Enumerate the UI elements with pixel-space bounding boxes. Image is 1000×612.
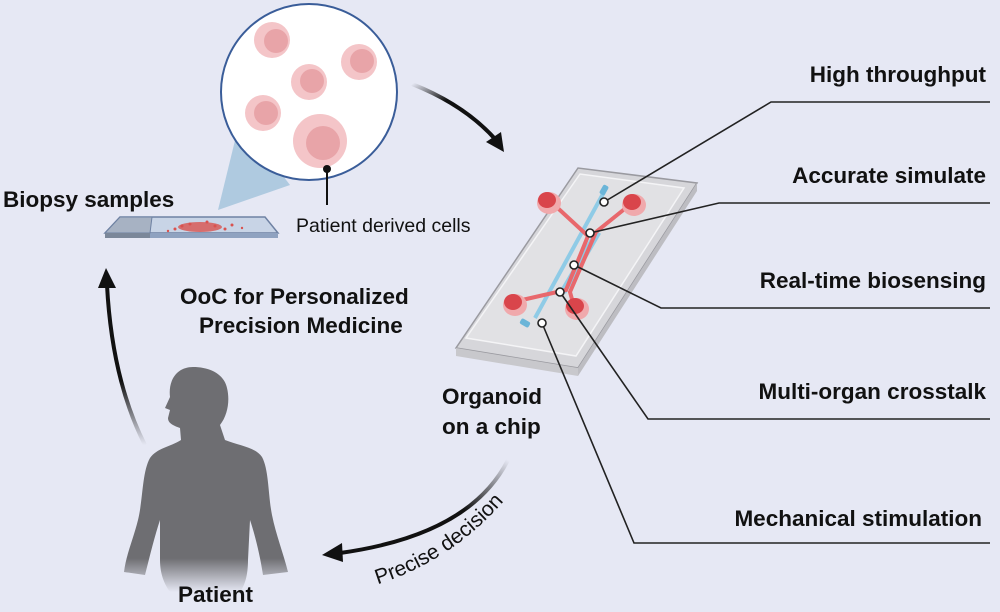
human-silhouette-icon	[124, 367, 288, 592]
reservoir	[537, 192, 561, 214]
organ-on-chip-icon	[454, 167, 699, 376]
reservoir	[565, 298, 589, 320]
arrow-head	[486, 132, 504, 152]
leader-accurate-simulate	[589, 202, 990, 234]
glass-slide-icon	[103, 216, 280, 238]
arrow-head	[98, 268, 116, 288]
organoid-label-line-2: on a chip	[442, 414, 541, 439]
arrow-to-chip	[411, 82, 498, 142]
feature-real-time-biosensing: Real-time biosensing	[759, 268, 986, 293]
organoid-label-line-1: Organoid	[442, 384, 542, 409]
callout-lines	[541, 101, 990, 544]
callout-node	[585, 228, 595, 238]
cell	[293, 114, 347, 168]
feature-multi-organ-crosstalk: Multi-organ crosstalk	[758, 379, 986, 404]
cell	[291, 64, 327, 100]
arrow-to-biopsy	[105, 284, 147, 446]
feature-high-throughput: High throughput	[809, 62, 986, 87]
callout-node	[569, 260, 579, 270]
leader-real-time-biosensing	[573, 264, 990, 309]
title-line-2: Precision Medicine	[199, 313, 403, 338]
magnified-cells-icon	[220, 3, 398, 205]
title-line-1: OoC for Personalized	[180, 284, 409, 309]
cell	[245, 95, 281, 131]
reservoir	[503, 294, 527, 316]
feature-accurate-simulate: Accurate simulate	[792, 163, 986, 188]
biopsy-samples-label: Biopsy samples	[3, 187, 175, 212]
leader-multi-organ-crosstalk	[559, 291, 990, 420]
precise-decision-label: Precise decision	[372, 489, 508, 589]
reservoir	[622, 194, 646, 216]
leader-mechanical-stimulation	[541, 322, 990, 544]
callout-node	[599, 197, 609, 207]
cell	[254, 22, 290, 58]
arrow-to-patient	[339, 459, 510, 555]
patient-derived-cells-label: Patient derived cells	[296, 215, 471, 237]
callout-node	[537, 318, 547, 328]
feature-mechanical-stimulation: Mechanical stimulation	[734, 506, 982, 531]
leader-high-throughput	[603, 101, 990, 203]
arrow-head	[322, 543, 343, 562]
cell	[341, 44, 377, 80]
callout-node	[555, 287, 565, 297]
patient-label: Patient	[178, 582, 254, 607]
